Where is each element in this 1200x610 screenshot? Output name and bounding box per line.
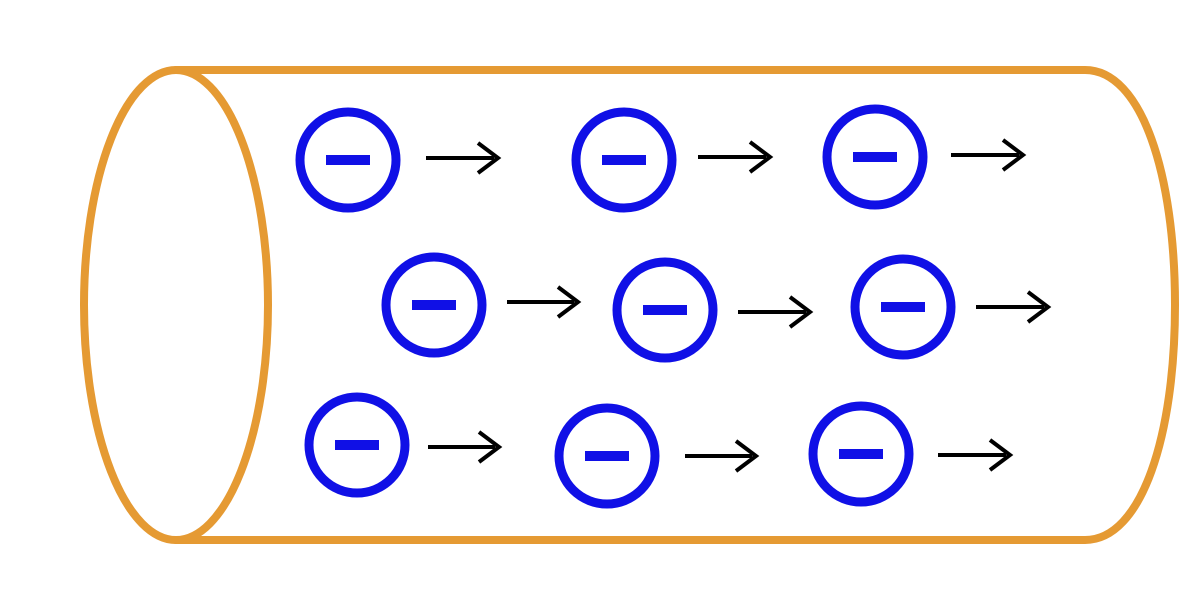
minus-sign (335, 440, 379, 450)
cylinder-body (172, 66, 1179, 544)
negative-charge-icon (381, 252, 487, 358)
right-arrow-icon (685, 439, 760, 473)
minus-sign (326, 155, 370, 165)
minus-sign (585, 451, 629, 461)
arrow-head (1001, 138, 1027, 172)
negative-charge-icon (808, 401, 914, 507)
negative-charge-icon (554, 403, 660, 509)
minus-sign (881, 302, 925, 312)
motion-arrows (426, 138, 1052, 473)
right-arrow-icon (938, 438, 1014, 472)
right-arrow-icon (426, 141, 502, 175)
minus-sign (602, 155, 646, 165)
conductor-cylinder (80, 66, 1179, 544)
negative-charge-icon (304, 392, 410, 498)
arrow-head (788, 295, 814, 329)
negative-charge-icon (571, 107, 677, 213)
right-arrow-icon (428, 430, 503, 464)
negative-charge-icon (295, 107, 401, 213)
minus-sign (839, 449, 883, 459)
arrow-head (748, 140, 774, 174)
minus-sign (643, 305, 687, 315)
negative-charge-icon (822, 104, 928, 210)
negative-charge-icon (612, 257, 718, 363)
right-arrow-icon (951, 138, 1027, 172)
negative-charge-icon (850, 254, 956, 360)
cylinder-end-face (80, 66, 272, 544)
right-arrow-icon (507, 285, 582, 319)
arrow-head (556, 285, 582, 319)
minus-sign (412, 300, 456, 310)
minus-sign (853, 152, 897, 162)
arrow-head (734, 439, 760, 473)
arrow-head (477, 430, 503, 464)
arrow-head (988, 438, 1014, 472)
right-arrow-icon (738, 295, 814, 329)
right-arrow-icon (698, 140, 774, 174)
right-arrow-icon (976, 290, 1052, 324)
arrow-head (1026, 290, 1052, 324)
electrons (295, 104, 956, 509)
arrow-head (476, 141, 502, 175)
